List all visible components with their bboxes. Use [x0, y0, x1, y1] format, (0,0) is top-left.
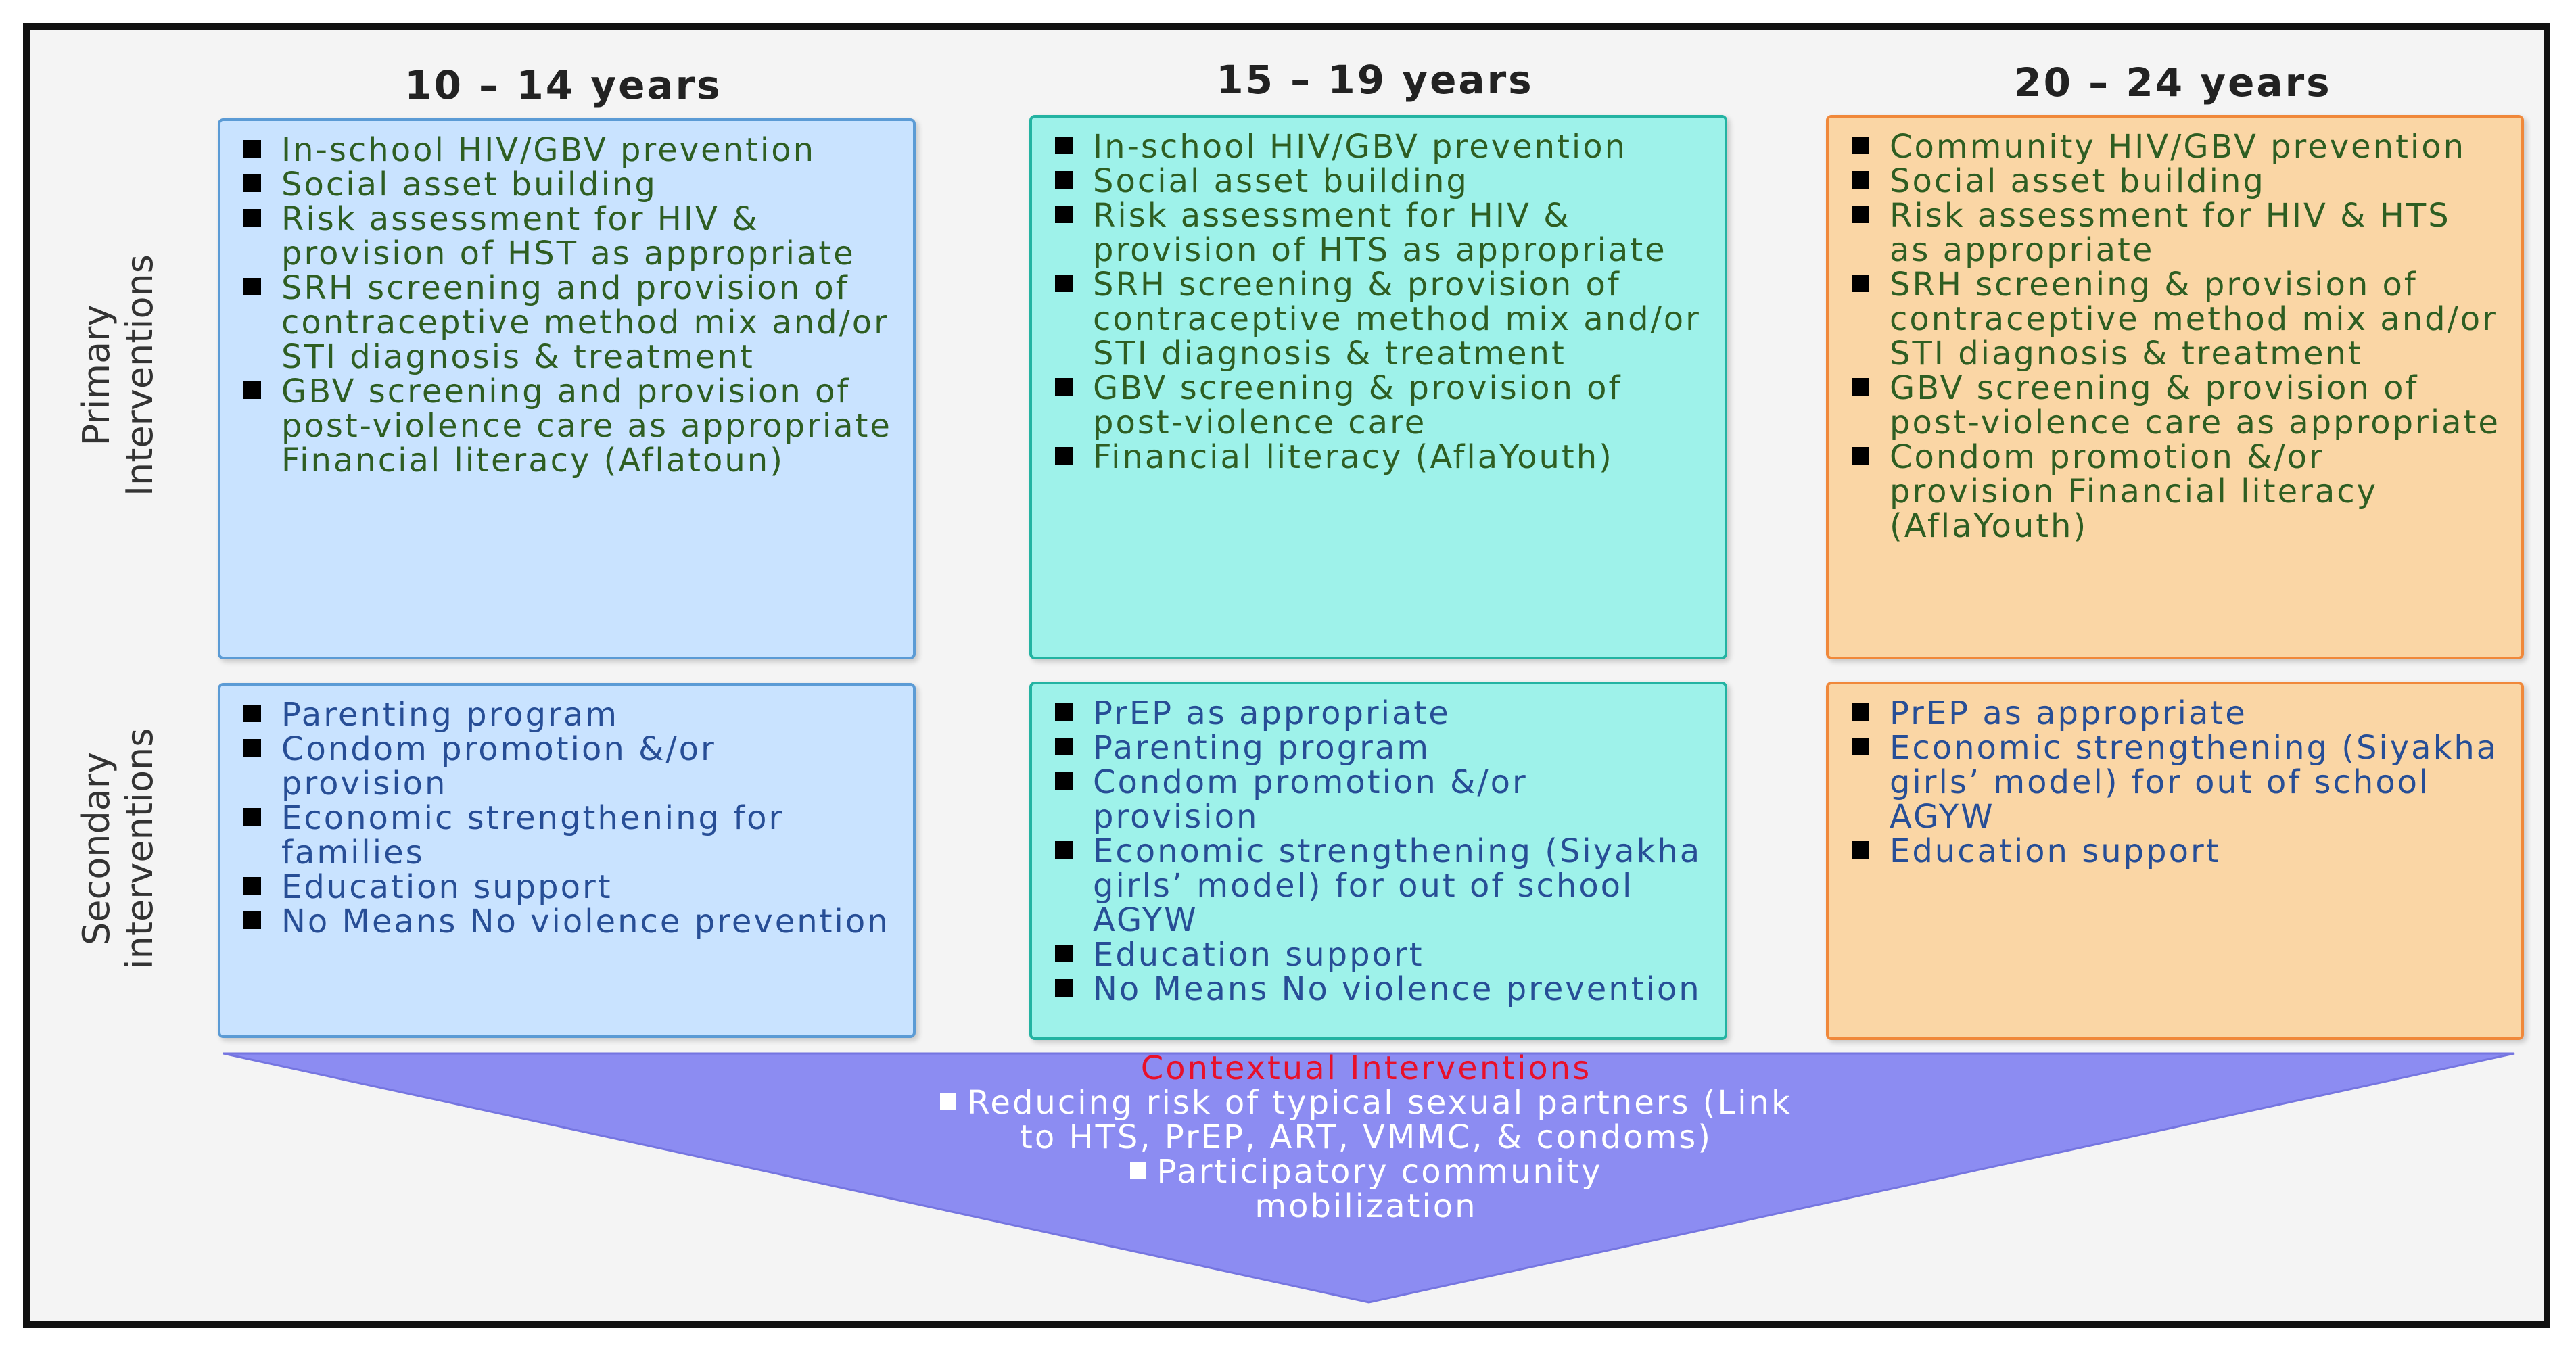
square-bullet-icon	[940, 1093, 957, 1110]
list-item: SRH screening & provision of contracepti…	[1848, 268, 2502, 371]
list-item: Economic strengthening for families	[239, 801, 894, 870]
contextual-arrow-shape	[223, 1052, 2515, 1304]
list-item: In-school HIV/GBV prevention	[239, 133, 894, 168]
row-label-secondary-line2: interventions	[118, 728, 161, 970]
column-header-15-19: 15 – 19 years	[1216, 57, 1534, 103]
contextual-item: Participatory community mobilization	[879, 1155, 1853, 1224]
contextual-title: Contextual Interventions	[1140, 1049, 1592, 1087]
list-item: In-school HIV/GBV prevention	[1051, 130, 1706, 164]
list-item: Financial literacy (AflaYouth)	[1051, 440, 1706, 475]
list-item: GBV screening and provision of post-viol…	[239, 375, 894, 478]
row-label-secondary-line1: Secondary	[75, 752, 118, 945]
row-label-primary-line2: Interventions	[118, 254, 161, 496]
primary-box-15-19: In-school HIV/GBV prevention Social asse…	[1029, 115, 1727, 659]
list-item: Community HIV/GBV prevention	[1848, 130, 2502, 164]
list-item: Condom promotion &/or provision Financia…	[1848, 440, 2502, 544]
list-item: Condom promotion &/or provision	[1051, 765, 1706, 834]
list-item: Risk assessment for HIV & HTS as appropr…	[1848, 199, 2502, 268]
list-item: Parenting program	[239, 698, 894, 732]
secondary-box-20-24: PrEP as appropriate Economic strengtheni…	[1826, 682, 2524, 1040]
contextual-interventions: Contextual Interventions Reducing risk o…	[879, 1051, 1853, 1224]
list-item: Risk assessment for HIV & provision of H…	[239, 202, 894, 271]
list-item: PrEP as appropriate	[1848, 696, 2502, 731]
list-item: GBV screening & provision of post-violen…	[1848, 371, 2502, 440]
list-item: SRH screening & provision of contracepti…	[1051, 268, 1706, 371]
list-item: Risk assessment for HIV & provision of H…	[1051, 199, 1706, 268]
contextual-item: Reducing risk of typical sexual partners…	[879, 1086, 1853, 1155]
list-item: No Means No violence prevention	[239, 905, 894, 939]
contextual-item-text: Participatory community mobilization	[1156, 1153, 1603, 1225]
list-item: Education support	[239, 870, 894, 905]
contextual-item-text: Reducing risk of typical sexual partners…	[967, 1084, 1792, 1156]
list-item: PrEP as appropriate	[1051, 696, 1706, 731]
primary-box-10-14: In-school HIV/GBV prevention Social asse…	[218, 118, 916, 659]
secondary-box-10-14: Parenting program Condom promotion &/or …	[218, 683, 916, 1038]
list-item: Social asset building	[1848, 164, 2502, 199]
list-item: Parenting program	[1051, 731, 1706, 765]
list-item: Education support	[1848, 834, 2502, 869]
secondary-box-15-19: PrEP as appropriate Parenting program Co…	[1029, 682, 1727, 1040]
square-bullet-icon	[1129, 1162, 1146, 1179]
list-item: SRH screening and provision of contracep…	[239, 271, 894, 375]
list-item: Economic strengthening (Siyakha girls’ m…	[1051, 834, 1706, 938]
list-item: Condom promotion &/or provision	[239, 732, 894, 801]
list-item: GBV screening & provision of post-violen…	[1051, 371, 1706, 440]
list-item: No Means No violence prevention	[1051, 972, 1706, 1007]
column-header-10-14: 10 – 14 years	[404, 62, 722, 108]
list-item: Education support	[1051, 938, 1706, 972]
row-label-primary-line1: Primary	[75, 304, 118, 446]
list-item: Economic strengthening (Siyakha girls’ m…	[1848, 731, 2502, 834]
list-item: Social asset building	[1051, 164, 1706, 199]
primary-box-20-24: Community HIV/GBV prevention Social asse…	[1826, 115, 2524, 659]
list-item: Social asset building	[239, 168, 894, 202]
column-header-20-24: 20 – 24 years	[2014, 60, 2332, 105]
